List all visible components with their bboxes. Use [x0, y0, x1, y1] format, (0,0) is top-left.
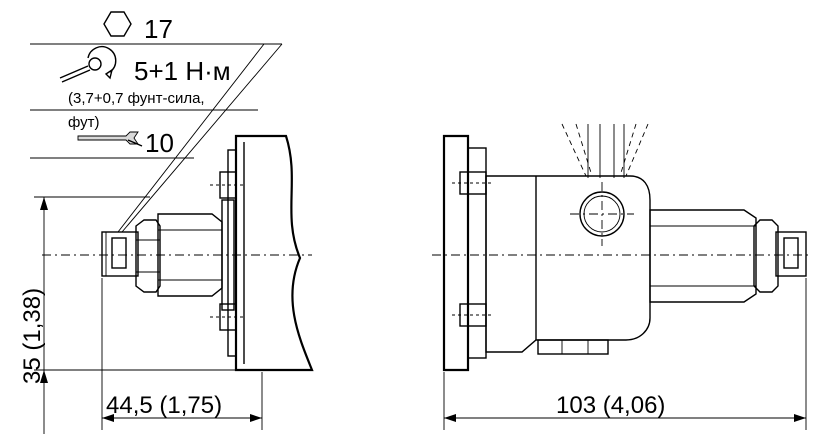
torque-imperial-unit-label: фут)	[68, 114, 100, 131]
spanner-size-label: 10	[145, 128, 174, 158]
height-dimension-label: 35 (1,38)	[19, 288, 46, 384]
length-left-dimension-label: 44,5 (1,75)	[106, 392, 222, 419]
torque-wrench-icon	[59, 46, 117, 83]
hex-nut-icon	[103, 11, 132, 37]
torque-metric-label: 5+1 Н·м	[134, 56, 231, 86]
dimension-length-left: 44,5 (1,75)	[101, 278, 263, 430]
torque-imperial-label: (3,7+0,7 фунт-сила,	[68, 90, 205, 107]
side-view-left	[42, 134, 314, 372]
open-spanner-icon	[77, 131, 143, 147]
side-view-right	[432, 123, 812, 372]
dimension-height: 35 (1,38)	[19, 196, 236, 434]
length-right-dimension-label: 103 (4,06)	[556, 392, 665, 419]
dimension-length-right: 103 (4,06)	[443, 278, 807, 430]
wrench-size-label: 17	[144, 14, 173, 44]
spec-callout: 17 5+1 Н·м (3,7+0,7 фунт-сила, фут) 10	[30, 11, 283, 233]
